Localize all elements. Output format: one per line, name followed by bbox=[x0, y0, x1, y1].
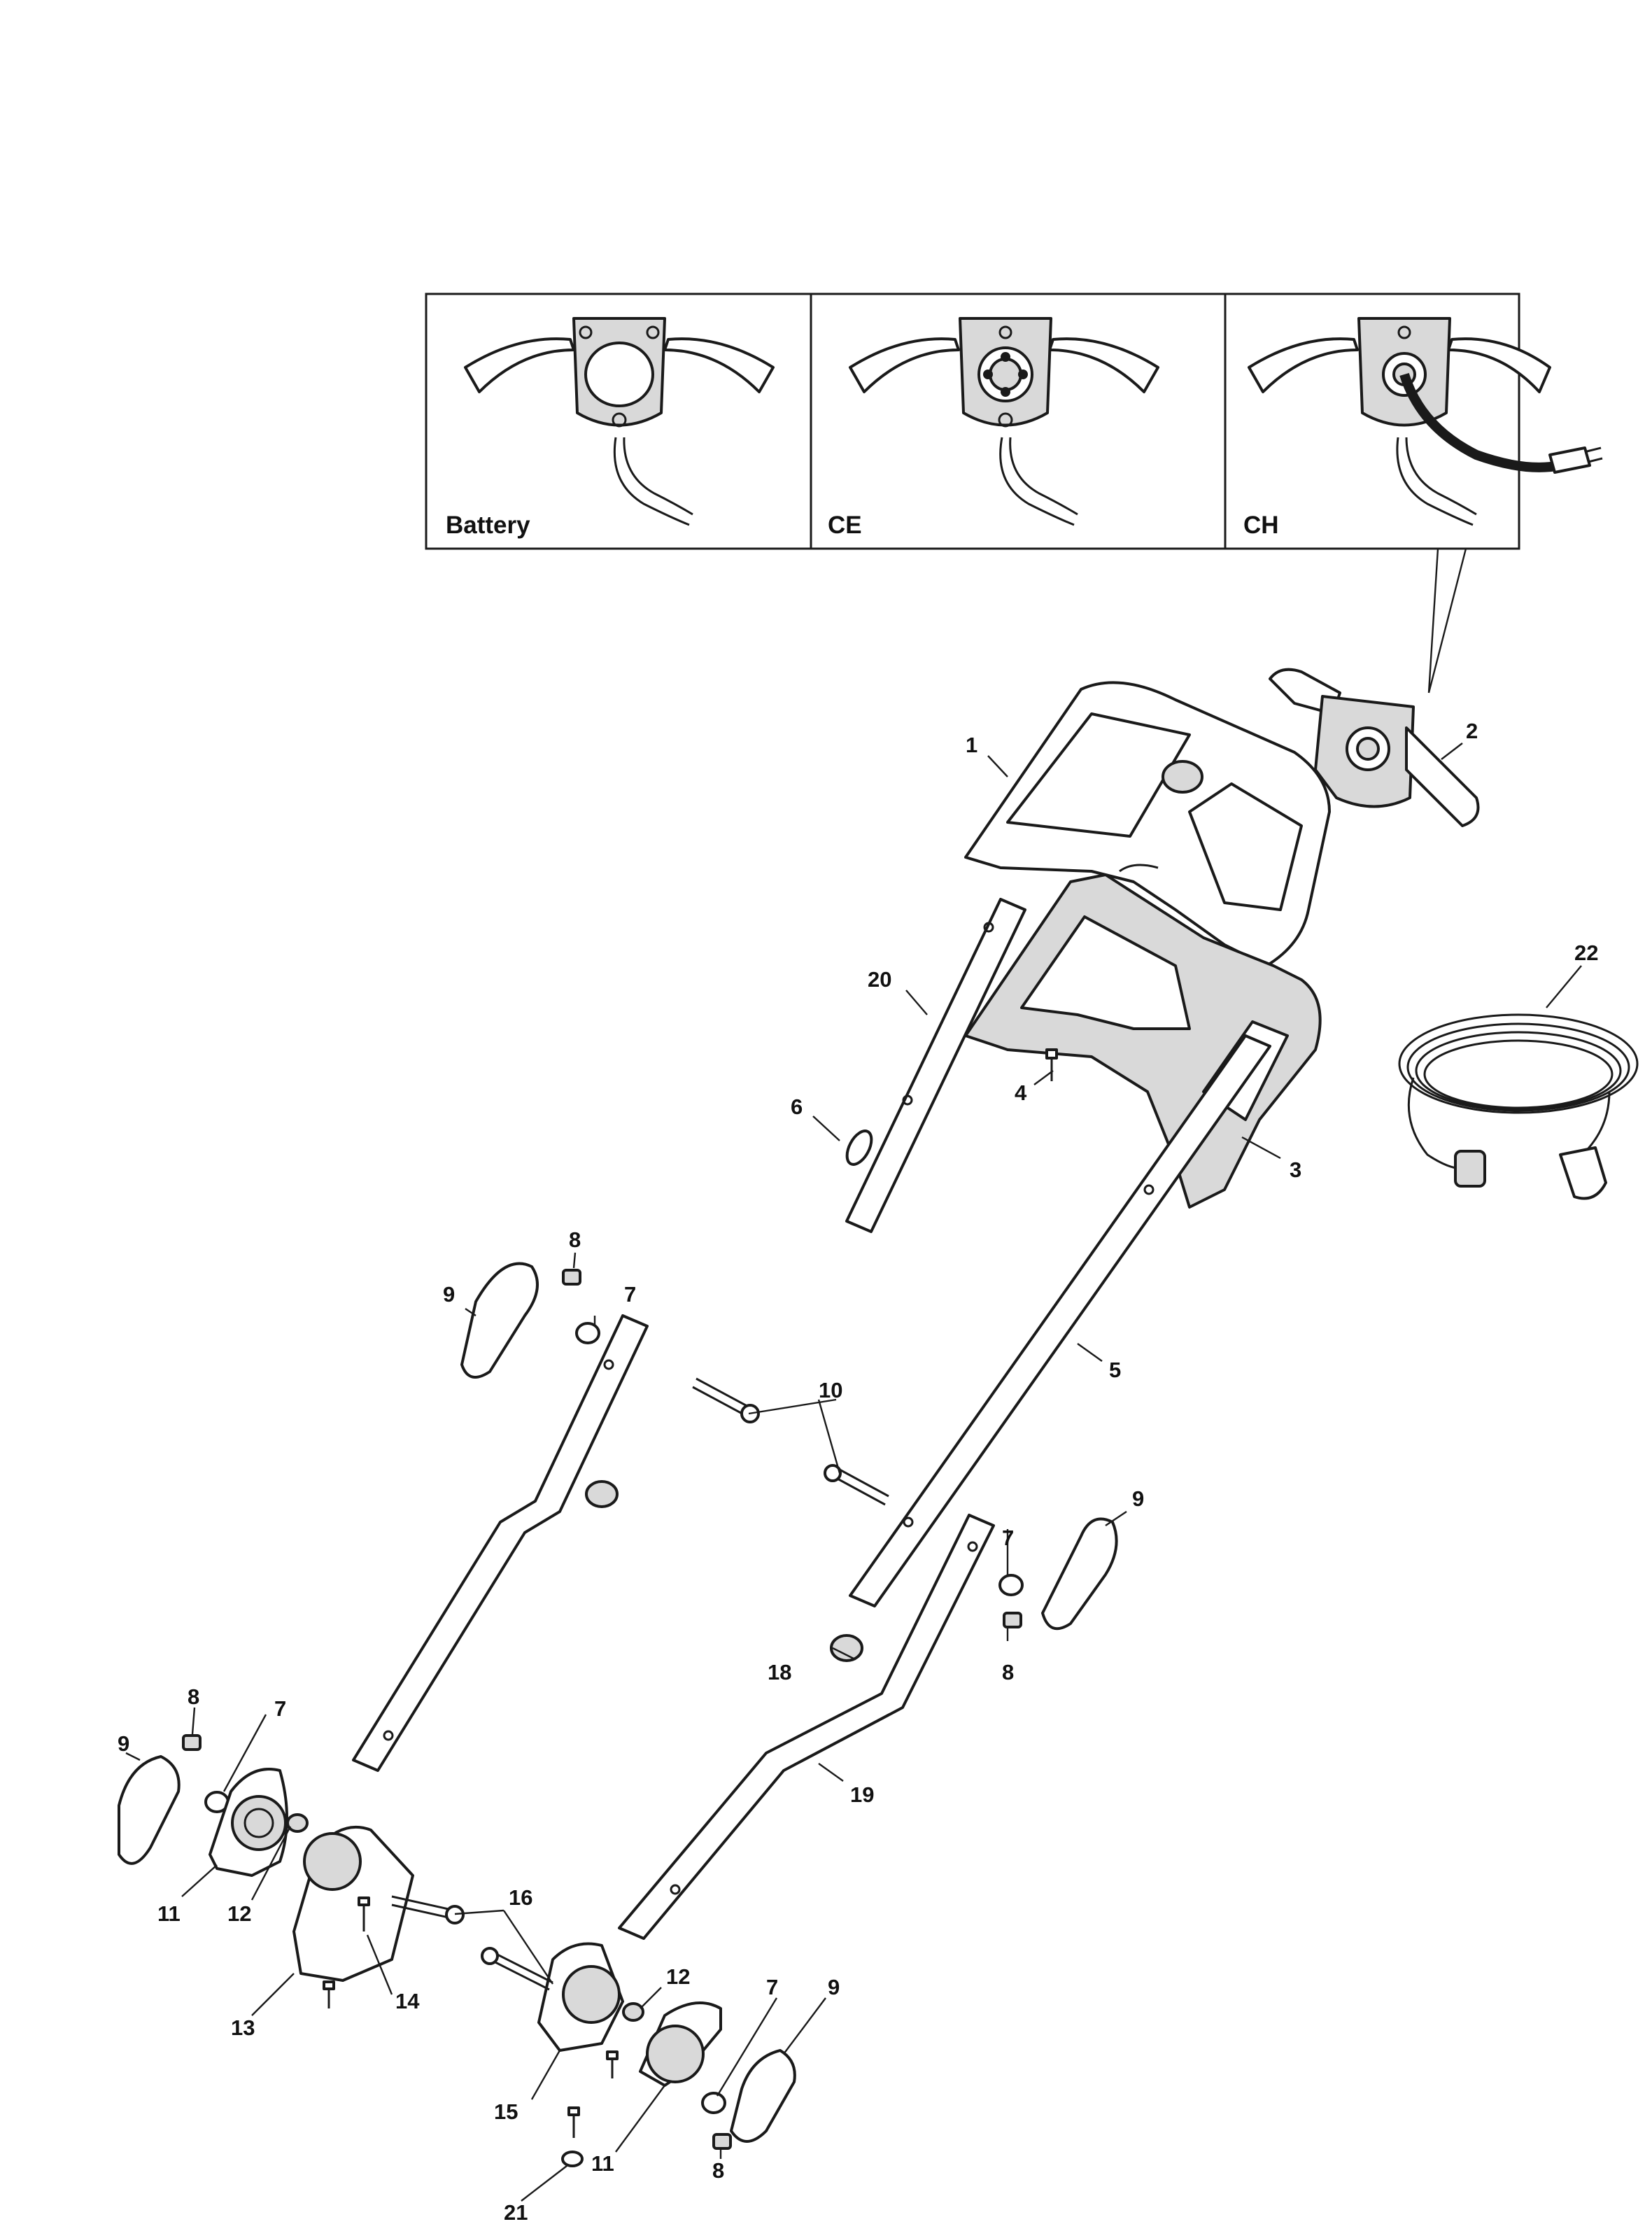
part-tube-19 bbox=[618, 1514, 995, 1940]
callout-8-a: 8 bbox=[569, 1227, 581, 1252]
callout-9-d: 9 bbox=[828, 1975, 840, 1999]
callout-12-b: 12 bbox=[666, 1964, 690, 1989]
callout-labels: 1 2 3 4 5 6 20 22 10 18 19 9 7 8 7 8 9 7… bbox=[118, 719, 1598, 2225]
callout-11-b: 11 bbox=[591, 2151, 614, 2176]
callout-9-b: 9 bbox=[1132, 1486, 1144, 1511]
part-springs-12 bbox=[286, 1813, 644, 2022]
part-tube-20 bbox=[845, 898, 1026, 1233]
inset-panels: Battery CE bbox=[425, 293, 1603, 550]
callout-15: 15 bbox=[494, 2099, 518, 2124]
inset-ce: CE bbox=[828, 317, 1159, 539]
part-screws bbox=[323, 1896, 619, 2167]
part-nuts-8 bbox=[182, 1269, 1022, 2150]
part-tube-5 bbox=[849, 1034, 1271, 1607]
inset-label-ch: CH bbox=[1243, 512, 1279, 539]
callout-19: 19 bbox=[850, 1782, 874, 1807]
part-washers-7 bbox=[204, 1322, 1024, 2114]
inset-label-battery: Battery bbox=[446, 512, 530, 539]
callout-6: 6 bbox=[791, 1095, 803, 1119]
part-rods-16 bbox=[391, 1895, 553, 1991]
callout-7-d: 7 bbox=[766, 1975, 778, 1999]
callout-7-c: 7 bbox=[274, 1696, 286, 1721]
part-adjusters bbox=[209, 1768, 722, 2087]
callout-8-d: 8 bbox=[712, 2158, 724, 2183]
callout-21: 21 bbox=[504, 2200, 528, 2225]
callout-7-b: 7 bbox=[1002, 1526, 1014, 1550]
part-levers-9 bbox=[118, 1262, 1118, 2143]
inset-battery: Battery bbox=[446, 317, 775, 539]
part-bolts-10 bbox=[692, 1377, 889, 1506]
callout-5: 5 bbox=[1109, 1358, 1121, 1382]
callout-18: 18 bbox=[768, 1660, 791, 1684]
part-upper-handle bbox=[964, 681, 1331, 967]
part-switch-unit bbox=[1269, 668, 1480, 827]
callout-9-a: 9 bbox=[443, 1282, 455, 1307]
inset-pointer bbox=[1427, 548, 1467, 694]
callout-13: 13 bbox=[231, 2015, 255, 2040]
callout-10: 10 bbox=[819, 1378, 842, 1402]
callout-4: 4 bbox=[1015, 1081, 1027, 1105]
callout-8-c: 8 bbox=[188, 1684, 199, 1709]
callout-9-c: 9 bbox=[118, 1731, 129, 1756]
inset-label-ce: CE bbox=[828, 512, 862, 539]
callout-2: 2 bbox=[1466, 719, 1478, 743]
callout-3: 3 bbox=[1290, 1157, 1301, 1182]
callout-8-b: 8 bbox=[1002, 1660, 1014, 1684]
part-knob-18 bbox=[585, 1480, 863, 1662]
part-tube-lower-left bbox=[352, 1314, 649, 1772]
callout-22: 22 bbox=[1574, 941, 1598, 965]
callout-1: 1 bbox=[966, 733, 977, 757]
callout-12-a: 12 bbox=[227, 1901, 251, 1926]
part-spacer-6 bbox=[845, 1129, 873, 1166]
callout-20: 20 bbox=[868, 967, 891, 992]
part-screw-4 bbox=[1045, 1048, 1058, 1081]
leader-lines bbox=[125, 743, 1582, 2202]
callout-16: 16 bbox=[509, 1885, 532, 1910]
callout-11-a: 11 bbox=[157, 1901, 181, 1926]
inset-ch: CH bbox=[1243, 317, 1603, 539]
callout-7-a: 7 bbox=[624, 1282, 636, 1307]
part-cable-22 bbox=[1398, 1013, 1639, 1200]
callout-14: 14 bbox=[395, 1989, 420, 2013]
